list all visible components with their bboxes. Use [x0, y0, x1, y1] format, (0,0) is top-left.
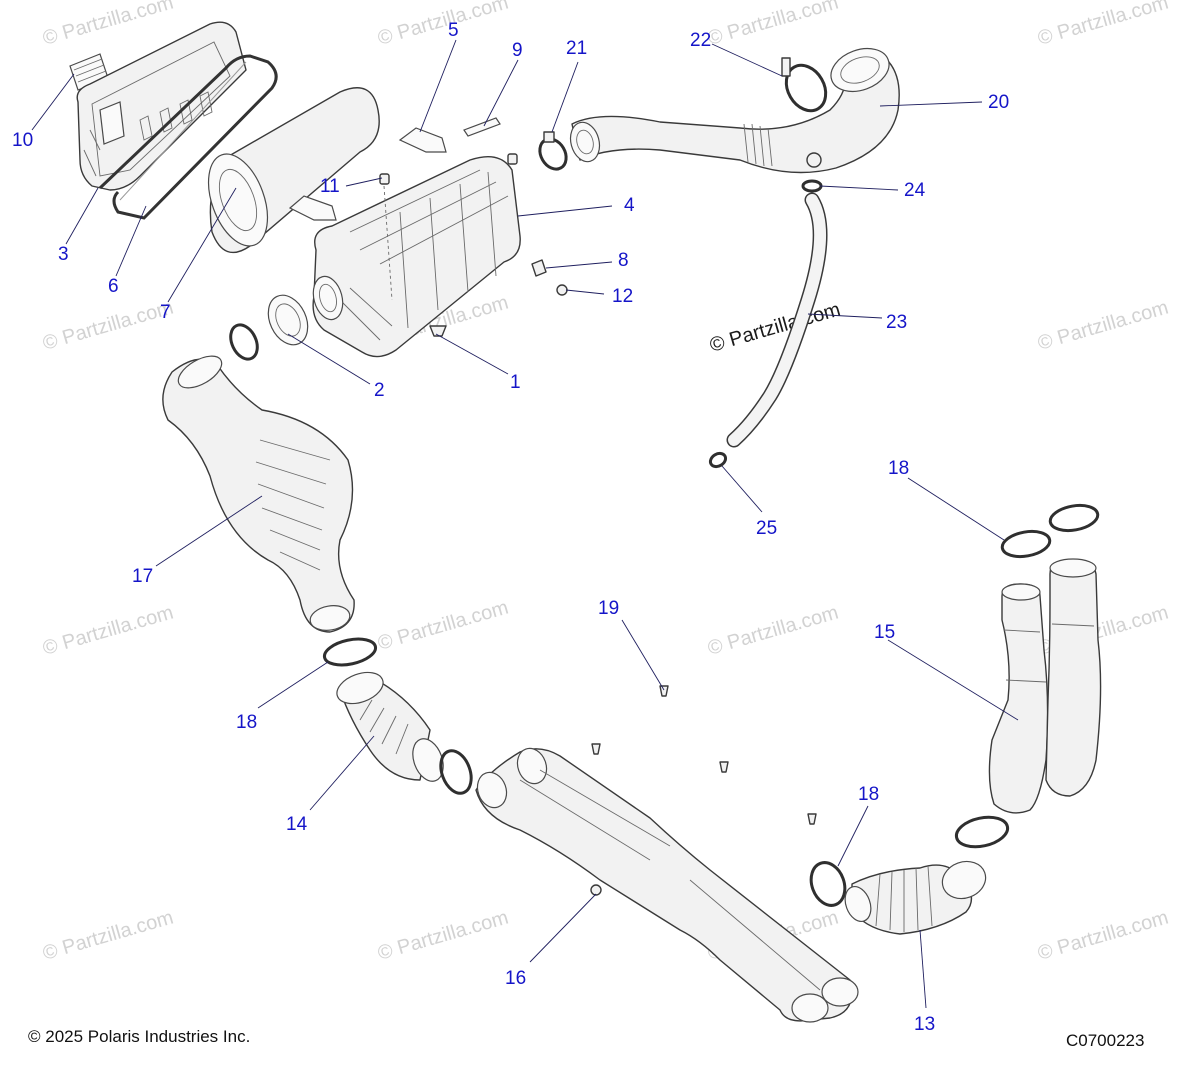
- part-9-strap: [463, 117, 501, 137]
- part-3-airbox-cover: [76, 21, 247, 191]
- copyright-notice: © 2025 Polaris Industries Inc.: [28, 1027, 250, 1046]
- watermark: © Partzilla.com: [40, 907, 176, 965]
- callout-22: 22: [690, 30, 711, 51]
- watermark: © Partzilla.com: [375, 907, 511, 965]
- part-5-mounting-brackets: [288, 127, 447, 221]
- callout-6: 6: [108, 276, 119, 297]
- part-18-clamp-bottom: [809, 861, 847, 907]
- part-17-intake-duct: [162, 355, 355, 633]
- callout-18: 18: [236, 712, 257, 733]
- part-13-bellows-boot: [844, 860, 987, 935]
- callout-1: 1: [510, 372, 521, 393]
- part-18-clamp-mid-right: [954, 815, 1010, 849]
- callout-4: 4: [624, 195, 635, 216]
- callout-24: 24: [904, 180, 926, 201]
- part-1-drain-valve: [429, 325, 447, 337]
- callout-5: 5: [448, 20, 459, 41]
- part-6-cover-seal: [98, 54, 278, 220]
- callout-15: 15: [874, 622, 895, 643]
- part-25-small-clamp: [708, 451, 728, 469]
- callout-20: 20: [988, 92, 1009, 113]
- part-11-bolt: [379, 153, 518, 301]
- watermark-center: © Partzilla.com: [707, 299, 843, 357]
- watermark: © Partzilla.com: [705, 0, 841, 50]
- part-14-bellows-boot: [336, 671, 473, 795]
- watermark: © Partzilla.com: [1035, 0, 1171, 50]
- callout-21: 21: [566, 38, 587, 59]
- callout-9: 9: [512, 40, 523, 61]
- watermark: © Partzilla.com: [40, 0, 176, 50]
- callout-16: 16: [505, 968, 526, 989]
- callout-14: 14: [286, 814, 308, 835]
- callout-19: 19: [598, 598, 619, 619]
- callout-17: 17: [132, 566, 153, 587]
- part-23-drain-hose: [726, 192, 828, 448]
- diagram-code: C0700223: [1066, 1031, 1144, 1050]
- part-4-airbox-body: [312, 156, 521, 358]
- callout-11: 11: [320, 176, 340, 197]
- part-18-clamp-left: [322, 637, 378, 667]
- part-24-small-clamp: [801, 179, 823, 193]
- callout-18: 18: [858, 784, 879, 805]
- callout-labels: 1 2 3 4 5 6 7 8 9 10 11 12 13 14 15 16 1…: [12, 20, 1009, 1035]
- part-18-clamps-top-right: [1000, 503, 1100, 559]
- callout-3: 3: [58, 244, 69, 265]
- callout-25: 25: [756, 518, 777, 539]
- part-21-hose-clamp: [538, 131, 568, 171]
- part-15-dual-duct: [988, 558, 1102, 814]
- callout-2: 2: [374, 380, 385, 401]
- callout-12: 12: [612, 286, 633, 307]
- callout-8: 8: [618, 250, 629, 271]
- part-16-y-duct: [475, 747, 859, 1023]
- watermark: © Partzilla.com: [375, 0, 511, 50]
- callout-23: 23: [886, 312, 907, 333]
- part-22-hose-clamp: [781, 57, 828, 113]
- callout-18: 18: [888, 458, 909, 479]
- watermark: © Partzilla.com: [375, 597, 511, 655]
- callout-10: 10: [12, 130, 33, 151]
- watermark: © Partzilla.com: [40, 602, 176, 660]
- callout-7: 7: [160, 302, 171, 323]
- watermark: © Partzilla.com: [40, 297, 176, 355]
- watermark: © Partzilla.com: [1035, 297, 1171, 355]
- watermark: © Partzilla.com: [705, 602, 841, 660]
- callout-13: 13: [914, 1014, 935, 1035]
- part-8-fitting: [531, 259, 547, 277]
- part-12-screw: [556, 284, 568, 296]
- leader-lines: [31, 39, 1019, 1009]
- part-19-push-pins: [591, 685, 817, 825]
- part-2-inlet-adapter: [229, 294, 309, 361]
- part-20-intake-duct: [569, 47, 900, 174]
- watermark: © Partzilla.com: [1035, 907, 1171, 965]
